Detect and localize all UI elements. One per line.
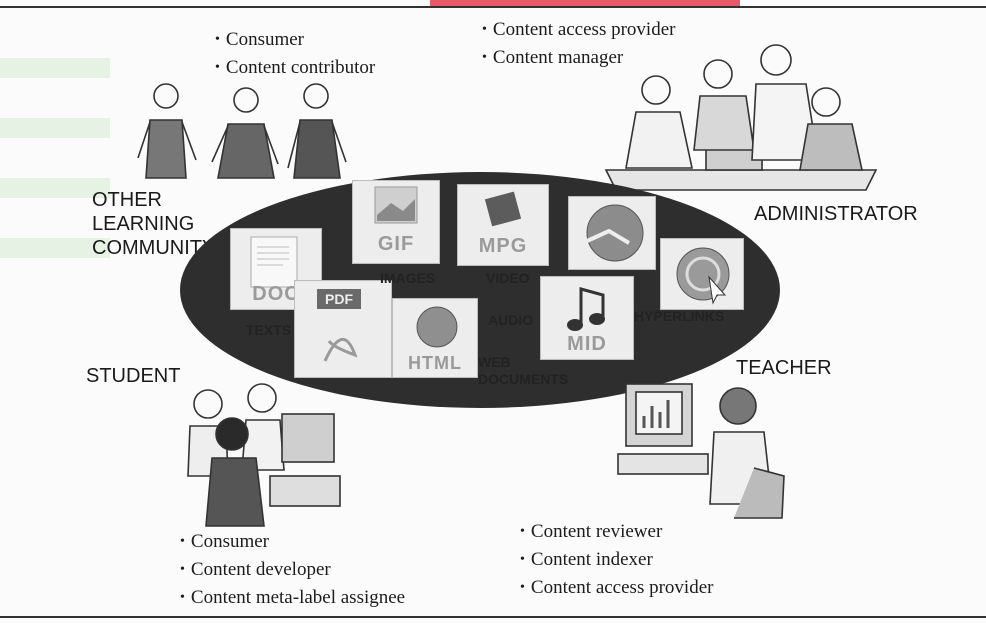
bullet-item: Content developer: [180, 557, 405, 585]
pdf-file-icon: PDF: [294, 280, 392, 378]
students-at-computer-illustration: [187, 383, 341, 527]
hyperlink-icon: [660, 238, 744, 310]
pdf-badge: PDF: [317, 289, 361, 309]
icon-label: DOC: [252, 283, 300, 305]
bullet-item: Consumer: [215, 27, 375, 55]
teacher-bullet-list: Content reviewer Content indexer Content…: [520, 519, 714, 603]
caption-audio: AUDIO: [488, 312, 534, 328]
teacher-at-computer-illustration: [617, 383, 785, 519]
gif-file-icon: GIF: [352, 180, 440, 264]
bottom-rule: [0, 616, 986, 618]
background-smudge: [0, 118, 110, 138]
icon-label: MPG: [478, 235, 528, 257]
bullet-item: Content contributor: [215, 55, 375, 83]
administrator-bullet-list: Content access provider Content manager: [482, 17, 676, 73]
bullet-item: Content access provider: [482, 17, 676, 45]
role-teacher: TEACHER: [736, 357, 832, 379]
caption-web-documents: WEB DOCUMENTS: [478, 354, 569, 387]
bullet-item: Consumer: [180, 529, 405, 557]
other-community-bullet-list: Consumer Content contributor: [215, 27, 375, 83]
bullet-item: Content access provider: [520, 575, 714, 603]
role-student: STUDENT: [86, 365, 181, 387]
bullet-item: Content manager: [482, 45, 675, 73]
html-file-icon: HTML: [392, 298, 478, 378]
top-rule: [0, 6, 986, 8]
administrators-at-laptop-illustration: [604, 44, 878, 191]
icon-label: HTML: [408, 353, 462, 373]
bullet-item: Content indexer: [520, 547, 713, 575]
caption-hyperlinks: HYPERLINKS: [634, 308, 725, 324]
icon-label: GIF: [377, 233, 415, 255]
header-accent-bar: [430, 0, 740, 6]
bullet-item: Content reviewer: [520, 519, 713, 547]
mid-audio-file-icon: MID: [540, 276, 634, 360]
caption-texts: TEXTS: [246, 322, 292, 338]
background-smudge: [0, 238, 110, 258]
background-smudge: [0, 58, 110, 78]
student-bullet-list: Consumer Content developer Content meta-…: [180, 529, 405, 613]
caption-images: IMAGES: [380, 270, 436, 286]
background-smudge: [0, 178, 110, 198]
role-other-learning-community: OTHER LEARNING COMMUNITY: [92, 189, 216, 259]
group-of-people-illustration: [137, 83, 347, 179]
bullet-item: Content meta-label assignee: [180, 585, 405, 613]
icon-label: MID: [567, 333, 607, 355]
handshake-globe-icon: [568, 196, 656, 270]
caption-video: VIDEO: [486, 270, 530, 286]
mpg-file-icon: MPG: [457, 184, 549, 266]
role-administrator: ADMINISTRATOR: [754, 203, 918, 225]
